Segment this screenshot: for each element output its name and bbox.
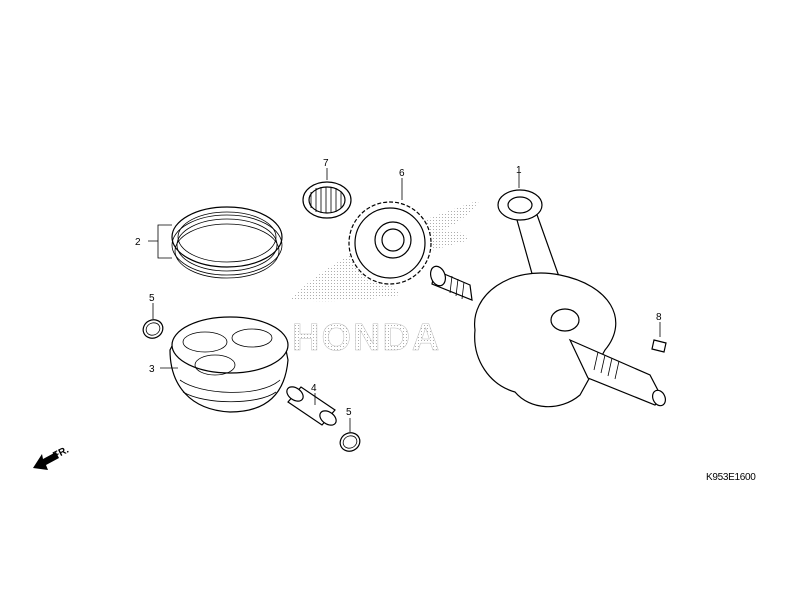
callout-6: 6 [399, 168, 405, 179]
piston-icon [169, 316, 289, 413]
callout-2: 2 [135, 237, 141, 248]
front-arrow-icon: FR. [33, 444, 71, 470]
clip-icon [339, 432, 361, 452]
callout-1: 1 [516, 165, 522, 176]
piston-pin-icon [286, 386, 337, 426]
needle-bearing-icon [302, 181, 352, 219]
crankshaft-icon [429, 189, 667, 408]
key-icon [651, 339, 667, 353]
gear-icon [348, 201, 432, 285]
callout-5-lower: 5 [346, 407, 352, 418]
clip-icon [142, 319, 164, 339]
watermark-text: HONDA [292, 317, 441, 359]
front-indicator-label: FR. [51, 444, 71, 461]
callout-4: 4 [311, 383, 317, 394]
callout-5-upper: 5 [149, 293, 155, 304]
callout-7: 7 [323, 158, 329, 169]
callout-8: 8 [656, 312, 662, 323]
drawing-code: K953E1600 [706, 472, 756, 483]
callout-3: 3 [149, 364, 155, 375]
piston-rings-icon [171, 206, 283, 279]
